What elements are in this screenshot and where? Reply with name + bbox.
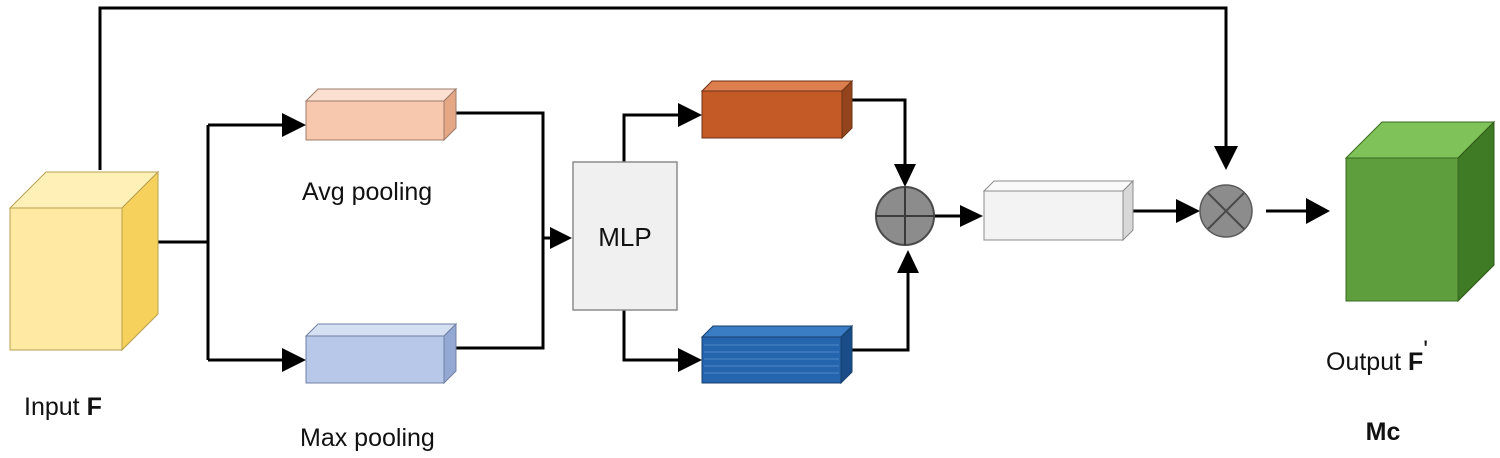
avg-block-front (305, 100, 445, 141)
max-mlp-block-stripes (704, 344, 839, 374)
avg-block-to-sum-arrowhead (894, 164, 916, 187)
module-label: Mc (1366, 418, 1401, 446)
max-out-line (455, 238, 545, 350)
max-block-top (304, 323, 458, 337)
connectors (98, 6, 1330, 372)
mlp-to-max-block-line (622, 310, 680, 362)
output-label: Output F' (1326, 336, 1428, 376)
skip-connection-line (98, 6, 1228, 170)
attention-weight-block (982, 179, 1135, 242)
avg-pooling-block (304, 87, 458, 142)
max-block-front (305, 335, 445, 384)
max-mlp-block-top (700, 325, 854, 338)
weight-block-front (983, 190, 1124, 241)
multiply-to-output-arrowhead (1306, 198, 1330, 224)
output-feature-cube (1344, 120, 1496, 303)
max-pooling-block (304, 322, 458, 385)
avg-out-line (455, 111, 545, 238)
to-avg-pooling-arrowhead (282, 113, 306, 137)
max-pooling-label: Max pooling (300, 424, 435, 452)
weight-block-top (982, 180, 1135, 192)
avg-mlp-block-top (700, 80, 854, 92)
avg-mlp-block-front (701, 90, 843, 139)
avg-mlp-output-block (700, 79, 854, 140)
mlp-to-max-block-arrowhead (678, 348, 702, 372)
avg-mlp-block-side (841, 79, 853, 140)
mlp-box (572, 161, 678, 311)
max-mlp-block-front (701, 336, 842, 384)
to-max-pooling-arrowhead (282, 348, 306, 372)
block-to-multiply-arrowhead (1176, 199, 1200, 223)
max-block-to-sum-line (850, 272, 910, 352)
input-label: Input F (24, 393, 102, 421)
input-cube-front (9, 207, 123, 351)
input-feature-cube (8, 170, 160, 352)
to-mlp-arrowhead (550, 227, 572, 249)
multiply-operator-icon (1199, 184, 1253, 238)
sum-operator-icon (875, 186, 935, 246)
output-cube-front (1345, 157, 1459, 302)
max-block-to-sum-arrowhead (897, 250, 919, 273)
mlp-to-avg-block-line (622, 113, 680, 162)
max-mlp-output-block (700, 324, 854, 385)
avg-block-to-sum-line (850, 98, 907, 166)
avg-block-top (304, 88, 458, 102)
weight-block-side (1122, 179, 1134, 242)
mlp-label: MLP (598, 222, 651, 252)
skip-connection-arrowhead (1214, 146, 1238, 170)
sum-to-block-arrowhead (960, 205, 983, 227)
avg-pooling-label: Avg pooling (302, 178, 432, 206)
mlp-to-avg-block-arrowhead (678, 103, 702, 127)
